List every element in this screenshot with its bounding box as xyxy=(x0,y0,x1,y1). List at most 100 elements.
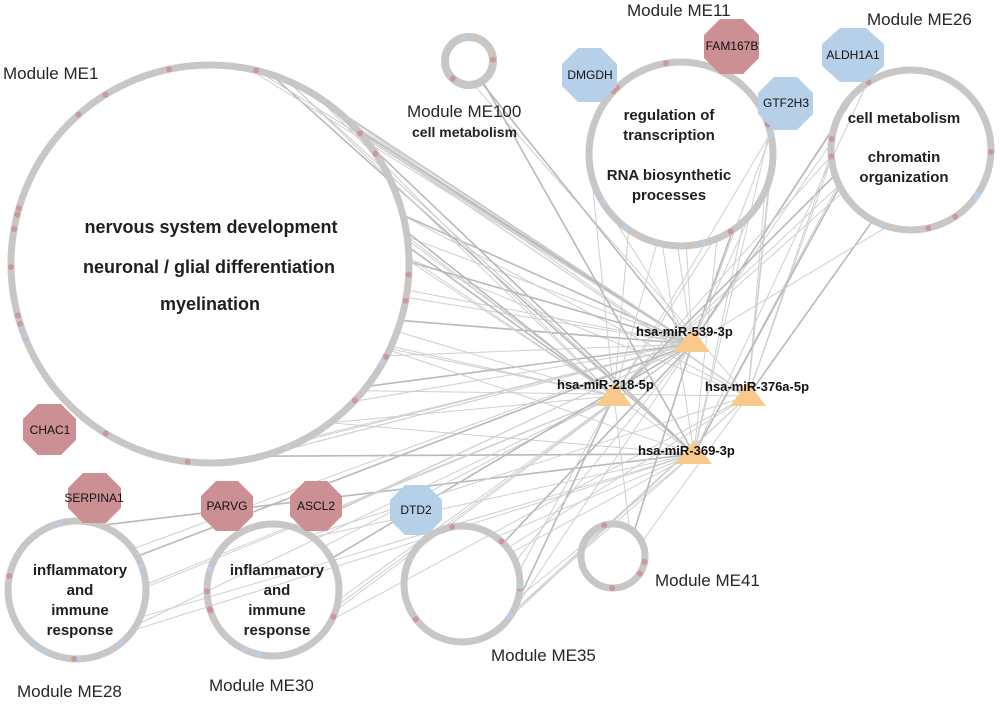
network-edge xyxy=(518,395,615,573)
gene-aldh1a1[interactable]: ALDH1A1 xyxy=(822,28,884,82)
ring-gene-mark xyxy=(372,150,379,157)
ring-gene-mark xyxy=(75,111,82,118)
gene-gtf2h3-label: GTF2H3 xyxy=(763,96,809,110)
network-edge xyxy=(312,453,695,538)
ring-gene-mark xyxy=(14,312,21,319)
me30-term-3: immune xyxy=(248,602,306,619)
network-edge xyxy=(693,221,744,455)
network-edge xyxy=(613,239,715,397)
ring-gene-mark xyxy=(330,613,337,620)
gene-fam167b[interactable]: FAM167B xyxy=(704,19,759,74)
ring-gene-mark xyxy=(498,538,505,545)
gene-parvg-label: PARVG xyxy=(207,499,248,513)
module-me26-label: Module ME26 xyxy=(867,10,972,29)
gene-dtd2-shape xyxy=(390,485,442,535)
gene-fam167b-shape xyxy=(704,19,759,74)
network-edge xyxy=(337,343,693,601)
network-edge xyxy=(693,186,841,455)
network-edge xyxy=(481,80,695,455)
ring-gene-mark xyxy=(516,583,523,590)
gene-chac1[interactable]: CHAC1 xyxy=(23,404,76,455)
gene-parvg[interactable]: PARVG xyxy=(201,481,253,531)
mirna-369-node[interactable] xyxy=(676,440,712,464)
ring-gene-mark xyxy=(622,224,629,231)
network-edge xyxy=(507,395,749,549)
module-me1-label: Module ME1 xyxy=(3,64,98,83)
network-edge xyxy=(330,395,615,424)
network-edge xyxy=(366,343,693,388)
ring-gene-mark xyxy=(727,228,734,235)
ring-gene-mark xyxy=(601,522,608,529)
ring-gene-mark xyxy=(402,297,409,304)
me1-term-1: nervous system development xyxy=(84,217,337,237)
mirna-539-label: hsa-miR-539-3p xyxy=(636,324,733,339)
ring-gene-mark xyxy=(828,136,835,142)
network-edge xyxy=(693,129,771,455)
ring-gene-mark xyxy=(207,566,214,573)
mirna-369-label: hsa-miR-369-3p xyxy=(638,443,735,458)
ring-gene-mark xyxy=(767,130,774,137)
network-edge xyxy=(407,246,615,397)
ring-gene-mark xyxy=(32,642,39,649)
network-edge xyxy=(608,211,693,345)
ring-gene-mark xyxy=(14,211,21,218)
gene-ascl2-label: ASCL2 xyxy=(297,499,335,513)
network-edge xyxy=(510,453,695,554)
edge-layer xyxy=(100,68,888,633)
mirna-218-node[interactable] xyxy=(596,382,632,406)
network-edge xyxy=(336,343,693,607)
ring-gene-mark xyxy=(879,221,886,228)
gene-dtd2[interactable]: DTD2 xyxy=(390,485,442,535)
mirna-539-node[interactable] xyxy=(674,328,710,352)
me28-term-4: response xyxy=(47,622,114,639)
me26-term-1: cell metabolism xyxy=(848,110,961,127)
mirna-376a-node[interactable] xyxy=(730,382,766,406)
gene-dmgdh[interactable]: DMGDH xyxy=(562,48,617,102)
ring-gene-mark xyxy=(925,225,932,232)
ring-gene-mark xyxy=(102,430,109,437)
module-me41-ring[interactable] xyxy=(577,520,649,592)
ring-gene-mark xyxy=(116,641,123,648)
ring-gene-mark xyxy=(405,271,412,278)
ring-gene-mark xyxy=(641,558,648,565)
ring-gene-mark xyxy=(636,570,643,577)
me1-term-2: neuronal / glial differentiation xyxy=(83,257,335,277)
network-edge xyxy=(613,133,772,397)
me30-term-1: inflammatory xyxy=(230,562,325,579)
ring-gene-mark xyxy=(383,353,390,360)
ring-member-marks xyxy=(6,34,994,662)
network-edge xyxy=(400,319,693,345)
network-edge xyxy=(691,142,832,345)
network-edge xyxy=(402,215,749,397)
gene-dtd2-label: DTD2 xyxy=(400,503,432,517)
ring-gene-mark xyxy=(461,34,468,41)
network-edge xyxy=(502,343,693,544)
me11-term-2: transcription xyxy=(623,127,715,144)
gene-gtf2h3[interactable]: GTF2H3 xyxy=(758,77,813,130)
network-edge xyxy=(407,239,695,455)
ring-gene-mark xyxy=(507,613,514,620)
network-edge xyxy=(590,174,615,397)
ring-gene-mark xyxy=(412,616,419,623)
network-edge xyxy=(261,453,695,458)
network-edge xyxy=(132,453,695,631)
ring-gene-mark xyxy=(166,66,172,73)
gene-ascl2[interactable]: ASCL2 xyxy=(290,481,342,531)
ring-gene-mark xyxy=(138,562,145,569)
network-edge xyxy=(693,82,868,455)
ring-gene-mark xyxy=(8,264,14,270)
gene-serpina1[interactable]: SERPINA1 xyxy=(64,473,124,523)
network-edge xyxy=(493,395,749,633)
network-edge xyxy=(691,225,888,345)
gene-chac1-shape xyxy=(23,404,76,455)
ring-gene-mark xyxy=(284,444,291,451)
network-edge xyxy=(330,343,693,560)
mirna-376a-label: hsa-miR-376a-5p xyxy=(705,379,809,394)
network-edge xyxy=(329,422,695,455)
ring-gene-mark xyxy=(102,91,109,98)
module-me11-ring[interactable] xyxy=(585,58,777,250)
ring-gene-mark xyxy=(379,360,386,366)
module-me35-label: Module ME35 xyxy=(491,646,596,665)
module-me30-label: Module ME30 xyxy=(209,676,314,695)
